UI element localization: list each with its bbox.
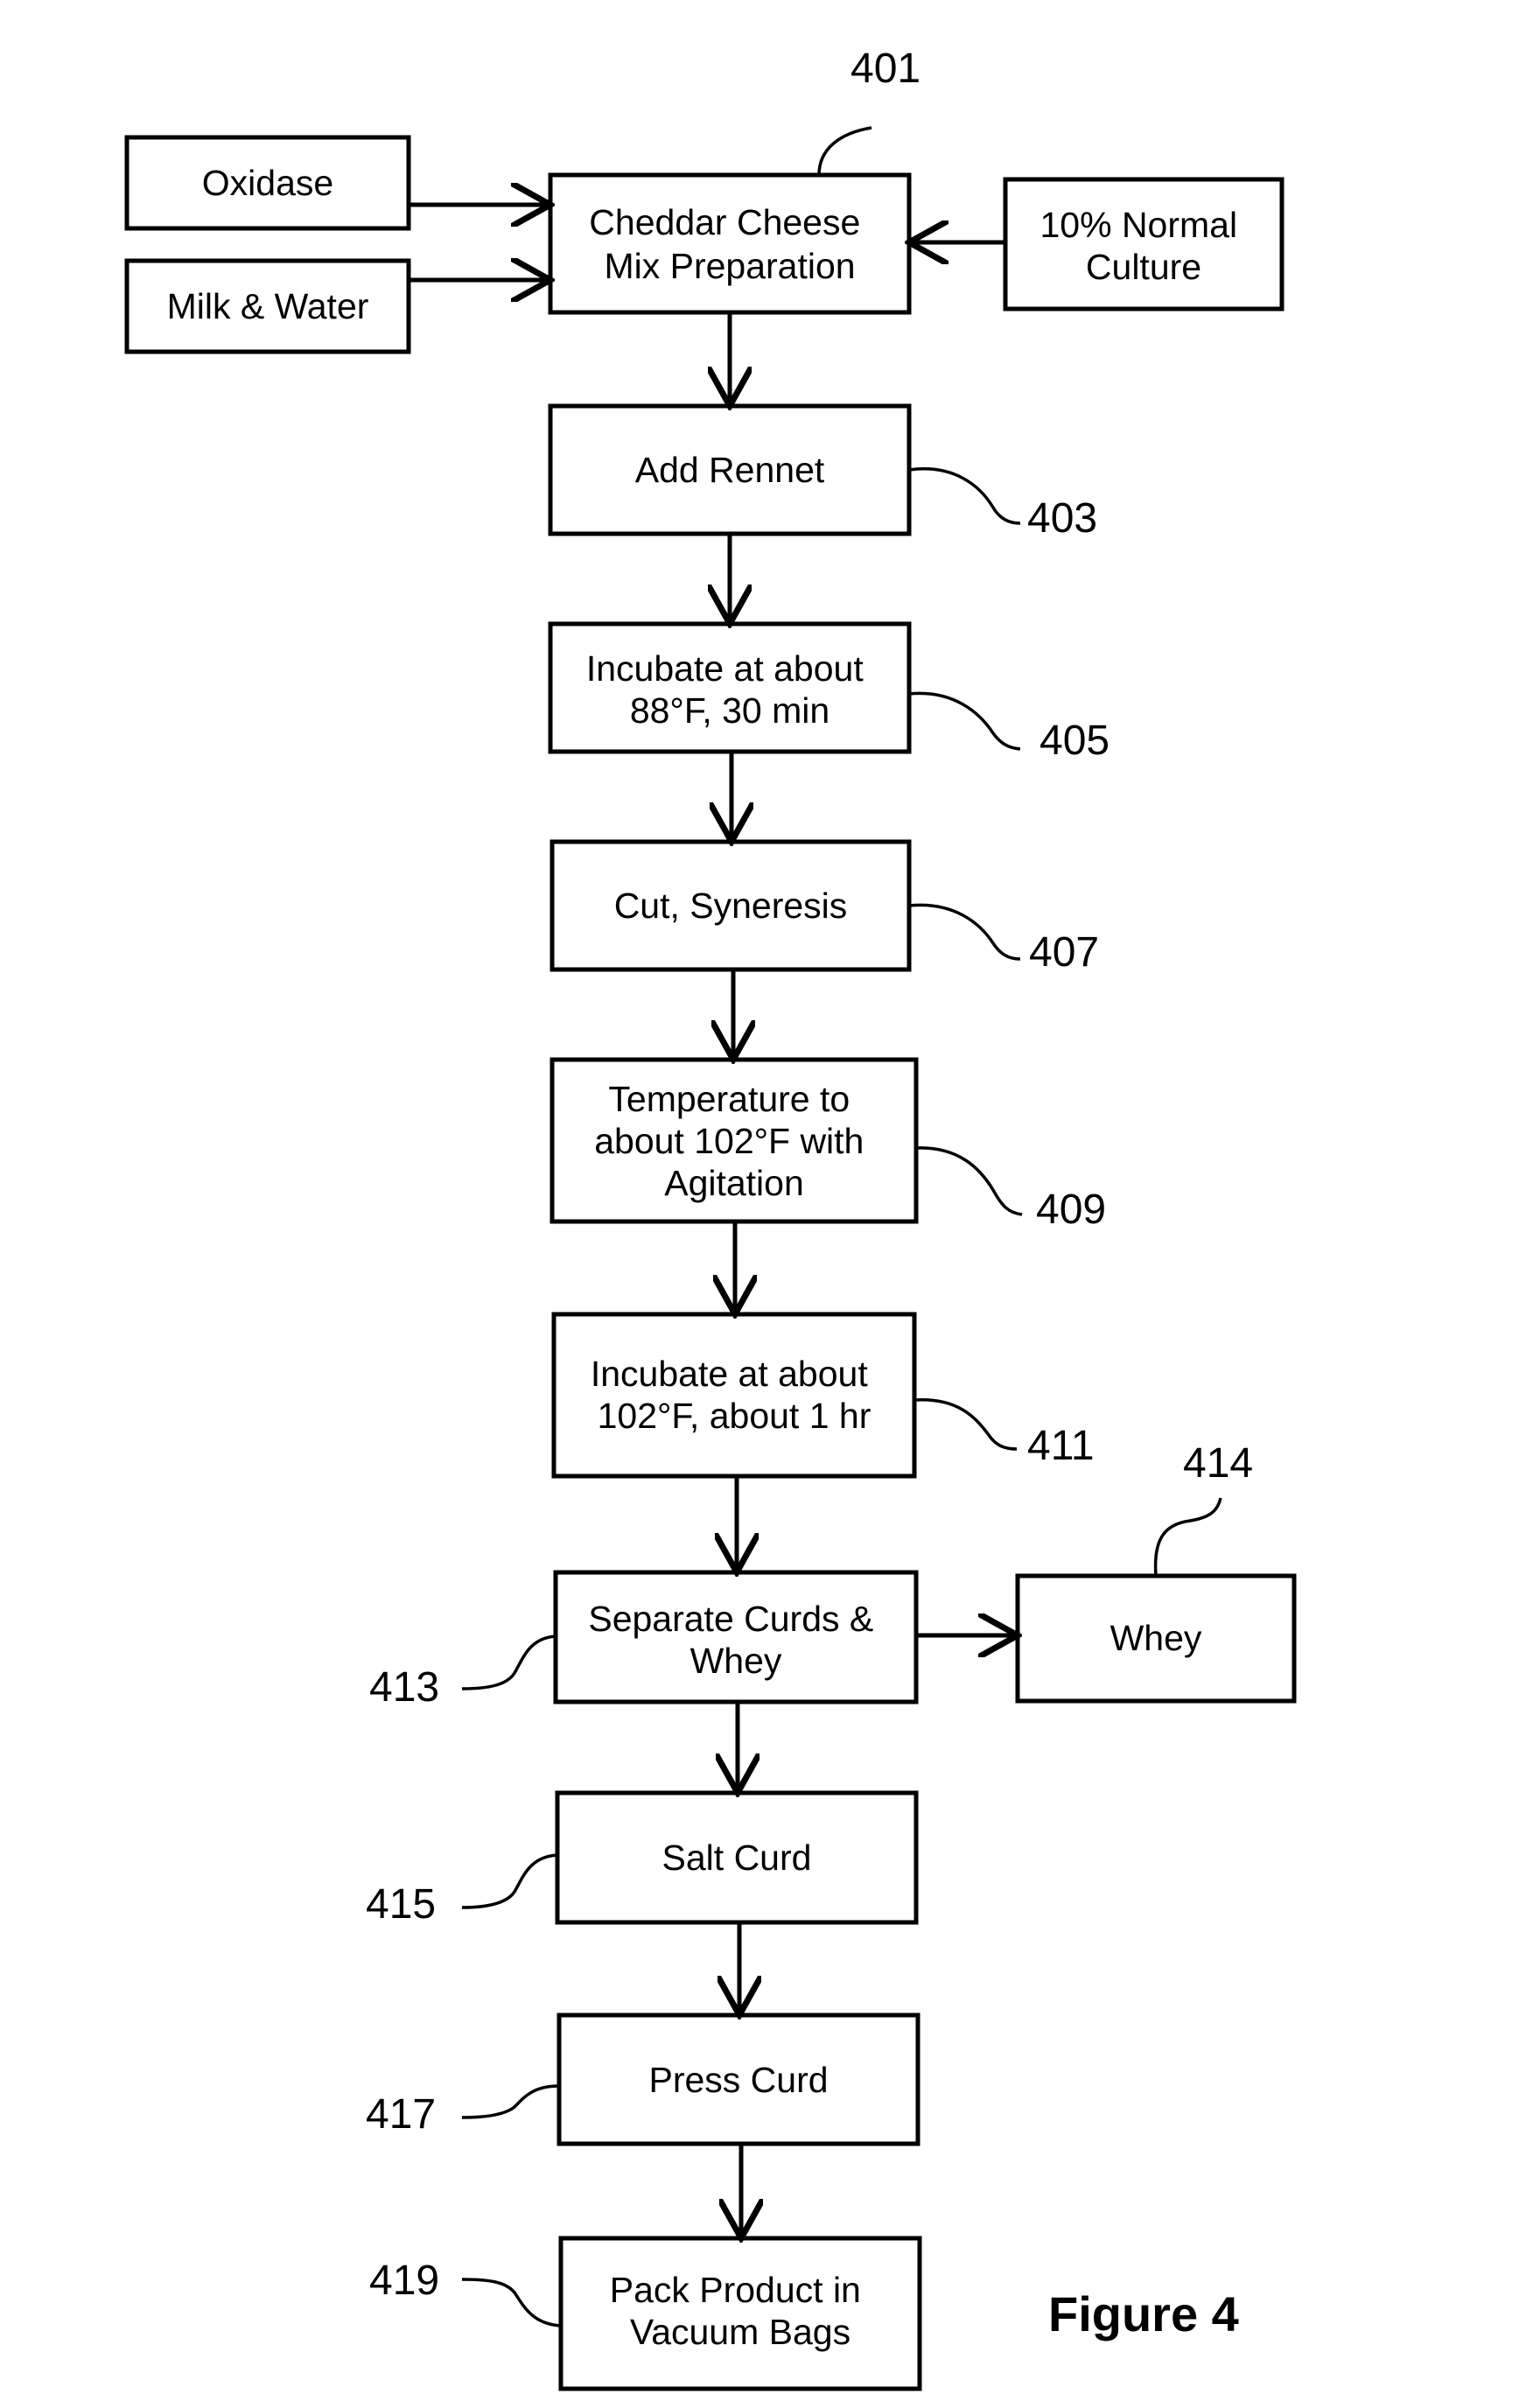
ref-415: 415: [366, 1881, 436, 1928]
ref-417: 417: [366, 2091, 436, 2138]
oxidase-box: Oxidase: [127, 137, 409, 228]
leader-405: [909, 693, 1020, 749]
incubate-88-box: Incubate at about 88°F, 30 min: [550, 624, 909, 752]
incubate-102-box: Incubate at about 102°F, about 1 hr: [554, 1314, 914, 1476]
leader-415: [462, 1855, 557, 1908]
leader-407: [909, 905, 1020, 959]
ref-419: 419: [369, 2258, 439, 2304]
oxidase-label: Oxidase: [202, 163, 333, 203]
leader-409: [916, 1148, 1022, 1214]
salt-curd-box: Salt Curd: [557, 1793, 916, 1922]
temperature-box: Temperature to about 102°F with Agitatio…: [552, 1060, 916, 1222]
ref-401: 401: [850, 46, 920, 92]
leader-411: [914, 1400, 1017, 1449]
leader-417: [462, 2086, 559, 2118]
add-rennet-box: Add Rennet: [550, 406, 909, 534]
ref-407: 407: [1029, 929, 1099, 976]
leader-403: [909, 469, 1020, 523]
figure-label: Figure 4: [1048, 2286, 1239, 2342]
press-curd-box: Press Curd: [559, 2015, 918, 2144]
separate-curds-whey-box: Separate Curds & Whey: [556, 1572, 916, 1702]
add-rennet-label: Add Rennet: [635, 450, 825, 490]
pack-product-box: Pack Product in Vacuum Bags: [561, 2238, 920, 2389]
milk-water-label: Milk & Water: [167, 286, 369, 326]
ref-414: 414: [1183, 1440, 1253, 1487]
whey-label: Whey: [1110, 1618, 1202, 1658]
leader-419: [462, 2279, 561, 2326]
salt-curd-label: Salt Curd: [662, 1838, 812, 1878]
leader-401: [819, 128, 872, 175]
cut-syneresis-box: Cut, Syneresis: [552, 842, 909, 970]
culture-box: 10% Normal Culture: [1005, 179, 1282, 309]
cut-syneresis-label: Cut, Syneresis: [614, 886, 848, 926]
ref-411: 411: [1027, 1423, 1095, 1469]
press-curd-label: Press Curd: [648, 2060, 828, 2100]
leader-413: [462, 1636, 556, 1689]
ref-409: 409: [1036, 1186, 1106, 1233]
ref-403: 403: [1027, 495, 1097, 542]
milk-water-box: Milk & Water: [127, 261, 409, 352]
ref-413: 413: [369, 1664, 439, 1711]
ref-405: 405: [1040, 718, 1110, 764]
whey-box: Whey: [1018, 1576, 1294, 1701]
mix-preparation-box: Cheddar Cheese Mix Preparation: [550, 175, 909, 312]
leader-414: [1156, 1498, 1221, 1576]
